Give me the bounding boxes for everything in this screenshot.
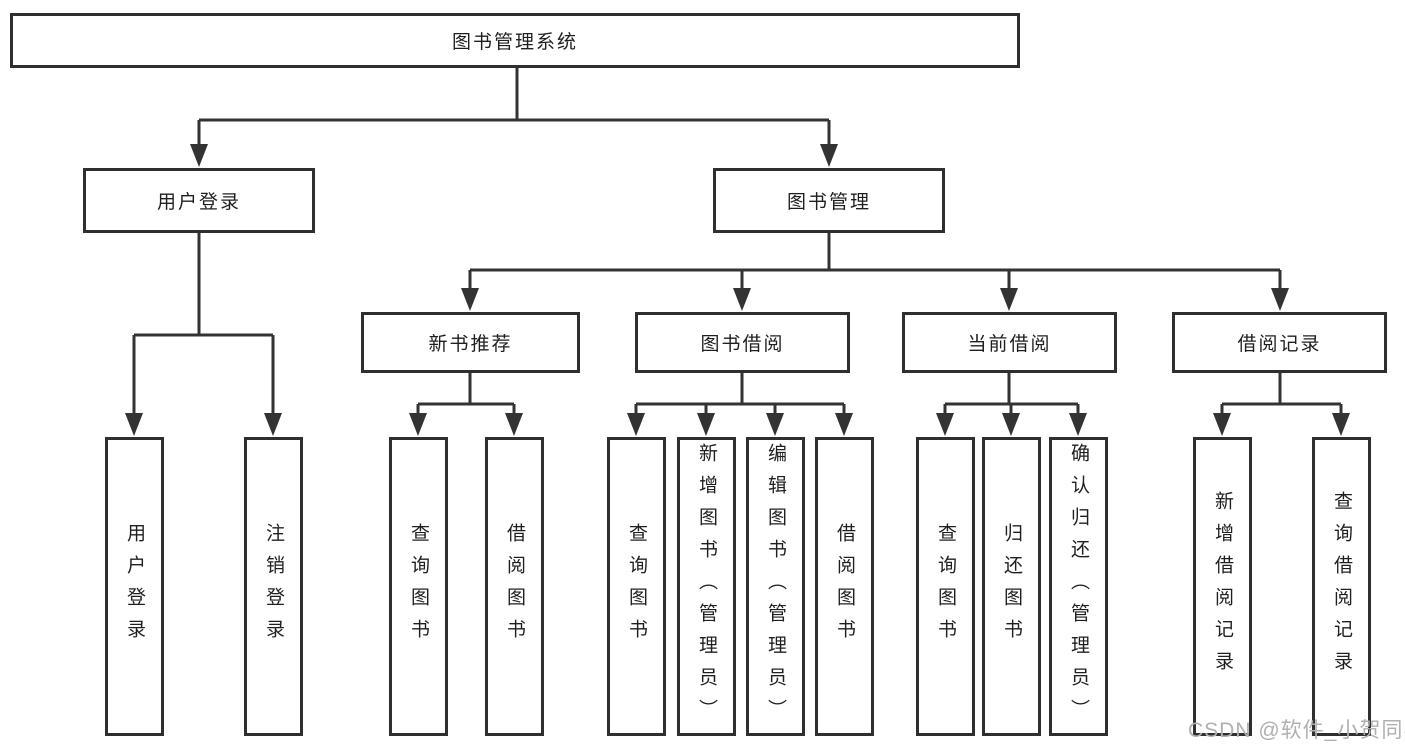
node-current-borrow: 当前借阅 [902,312,1117,373]
leaf-label: 借阅图书 [504,522,525,651]
leaf-newbook-borrow-books: 借阅图书 [485,437,544,736]
node-user-login: 用户登录 [83,168,315,233]
leaf-label: 查询借阅记录 [1331,490,1352,683]
leaf-label: 查询图书 [408,522,429,651]
leaf-label: 归还图书 [1001,522,1022,651]
leaf-label: 新增借阅记录 [1212,490,1233,683]
node-label: 图书管理 [786,192,871,213]
node-label: 新书推荐 [428,334,513,355]
leaf-label: 编辑图书（管理员） [765,442,786,731]
leaf-logout: 注销登录 [244,437,303,736]
leaf-borrow-books: 借阅图书 [815,437,874,736]
leaf-label: 新增图书（管理员） [696,442,717,731]
leaf-query-borrow-record: 查询借阅记录 [1312,437,1371,736]
leaf-label: 确认归还（管理员） [1068,442,1089,731]
node-book-borrow: 图书借阅 [635,312,850,373]
leaf-add-borrow-record: 新增借阅记录 [1193,437,1252,736]
leaf-label: 注销登录 [263,522,284,651]
node-label: 借阅记录 [1237,334,1322,355]
node-library-system: 图书管理系统 [10,13,1020,68]
arrowhead-icons [125,144,1350,436]
leaf-label: 用户登录 [124,522,145,651]
node-label: 图书管理系统 [451,32,578,53]
node-label: 图书借阅 [700,334,785,355]
leaf-return-books: 归还图书 [982,437,1041,736]
leaf-label: 借阅图书 [834,522,855,651]
leaf-newbook-query-books: 查询图书 [389,437,448,736]
csdn-watermark: CSDN @软件_小贺同学 [1188,719,1405,742]
leaf-label: 查询图书 [626,522,647,651]
leaf-edit-books-admin: 编辑图书（管理员） [746,437,805,736]
leaf-current-query-books: 查询图书 [916,437,975,736]
leaf-add-books-admin: 新增图书（管理员） [677,437,736,736]
node-new-book-recommend: 新书推荐 [361,312,580,373]
node-label: 用户登录 [156,192,241,213]
node-book-management: 图书管理 [713,168,945,233]
leaf-confirm-return-admin: 确认归还（管理员） [1049,437,1108,736]
leaf-borrow-query-books: 查询图书 [607,437,666,736]
leaf-label: 查询图书 [935,522,956,651]
node-label: 当前借阅 [967,334,1052,355]
node-borrow-records: 借阅记录 [1172,312,1387,373]
leaf-user-login: 用户登录 [105,437,164,736]
